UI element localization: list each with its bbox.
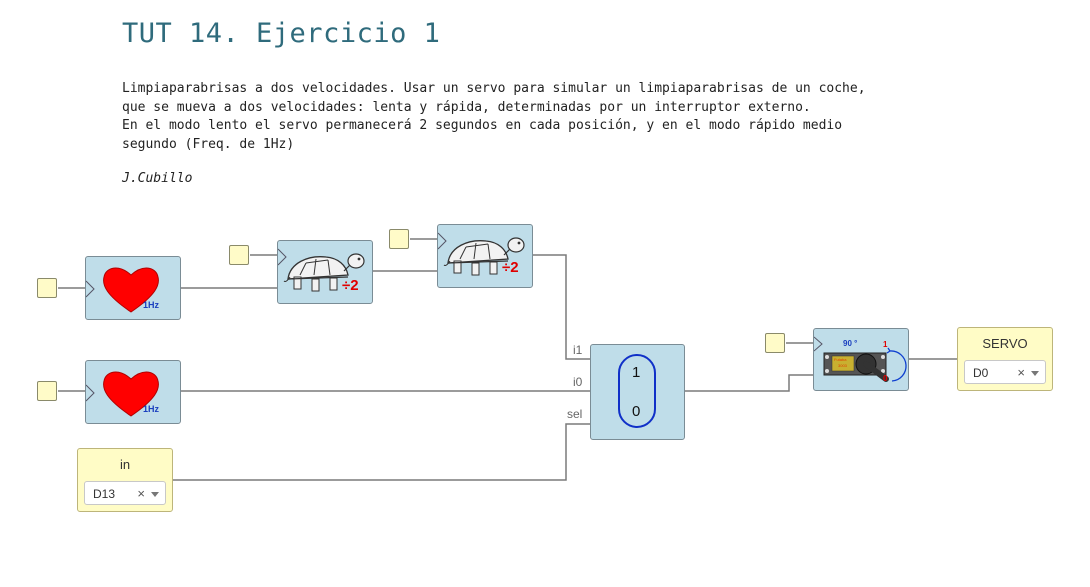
turtle-icon <box>438 232 525 276</box>
multiplexer-block[interactable]: 1 0 <box>590 344 685 440</box>
heart-block-bottom[interactable]: 1Hz <box>85 360 181 424</box>
input-block-in[interactable]: in D13 × <box>77 448 173 512</box>
description-text: Limpiaparabrisas a dos velocidades. Usar… <box>122 81 866 152</box>
wire-div2-mux-i1 <box>533 254 590 360</box>
mux-value-1: 1 <box>632 364 641 381</box>
output-pin-select[interactable]: D0 × <box>964 360 1046 384</box>
divider-block-2[interactable]: ÷2 <box>437 224 533 288</box>
mux-value-0: 0 <box>632 403 641 420</box>
wire-in-mux-sel <box>173 423 590 481</box>
input-pin-select[interactable]: D13 × <box>84 481 166 505</box>
servo-block[interactable]: 90 ° 1 0 Futaba 3003 <box>813 328 909 391</box>
servo-min-label: 0 <box>883 374 888 383</box>
clear-icon[interactable]: × <box>137 486 145 501</box>
servo-model-label: 3003 <box>838 363 847 368</box>
constant-box-div1[interactable] <box>229 245 249 265</box>
output-block-servo[interactable]: SERVO D0 × <box>957 327 1053 391</box>
divide-label: ÷2 <box>342 277 359 294</box>
constant-box-div2[interactable] <box>389 229 409 249</box>
frequency-label: 1Hz <box>143 300 160 310</box>
mux-pin-i0: i0 <box>573 375 583 389</box>
constant-box-heart-bottom[interactable] <box>37 381 57 401</box>
heart-icon <box>86 267 159 313</box>
input-pin-value: D13 <box>93 487 116 501</box>
divider-block-1[interactable]: ÷2 <box>277 240 373 304</box>
wire-mux-servo <box>685 374 813 392</box>
heart-block-top[interactable]: 1Hz <box>85 256 181 320</box>
page-title: TUT 14. Ejercicio 1 <box>122 18 441 49</box>
constant-box-servo[interactable] <box>765 333 785 353</box>
mux-symbol <box>618 354 656 428</box>
turtle-icon <box>278 248 365 292</box>
divide-label: ÷2 <box>502 259 519 276</box>
mux-pin-i1: i1 <box>573 343 583 357</box>
output-pin-value: D0 <box>973 366 989 380</box>
servo-motor-icon <box>814 336 907 382</box>
servo-angle-label: 90 ° <box>843 339 858 348</box>
author-text: J.Cubillo <box>122 171 193 186</box>
chevron-down-icon[interactable] <box>151 492 159 497</box>
input-label: in <box>119 457 131 472</box>
clear-icon[interactable]: × <box>1017 365 1025 380</box>
servo-brand-label: Futaba <box>834 357 847 362</box>
heart-icon <box>86 371 159 417</box>
chevron-down-icon[interactable] <box>1031 371 1039 376</box>
constant-box-heart-top[interactable] <box>37 278 57 298</box>
frequency-label: 1Hz <box>143 404 160 414</box>
output-label: SERVO <box>982 336 1028 351</box>
servo-max-label: 1 <box>883 340 888 349</box>
mux-pin-sel: sel <box>567 407 583 421</box>
